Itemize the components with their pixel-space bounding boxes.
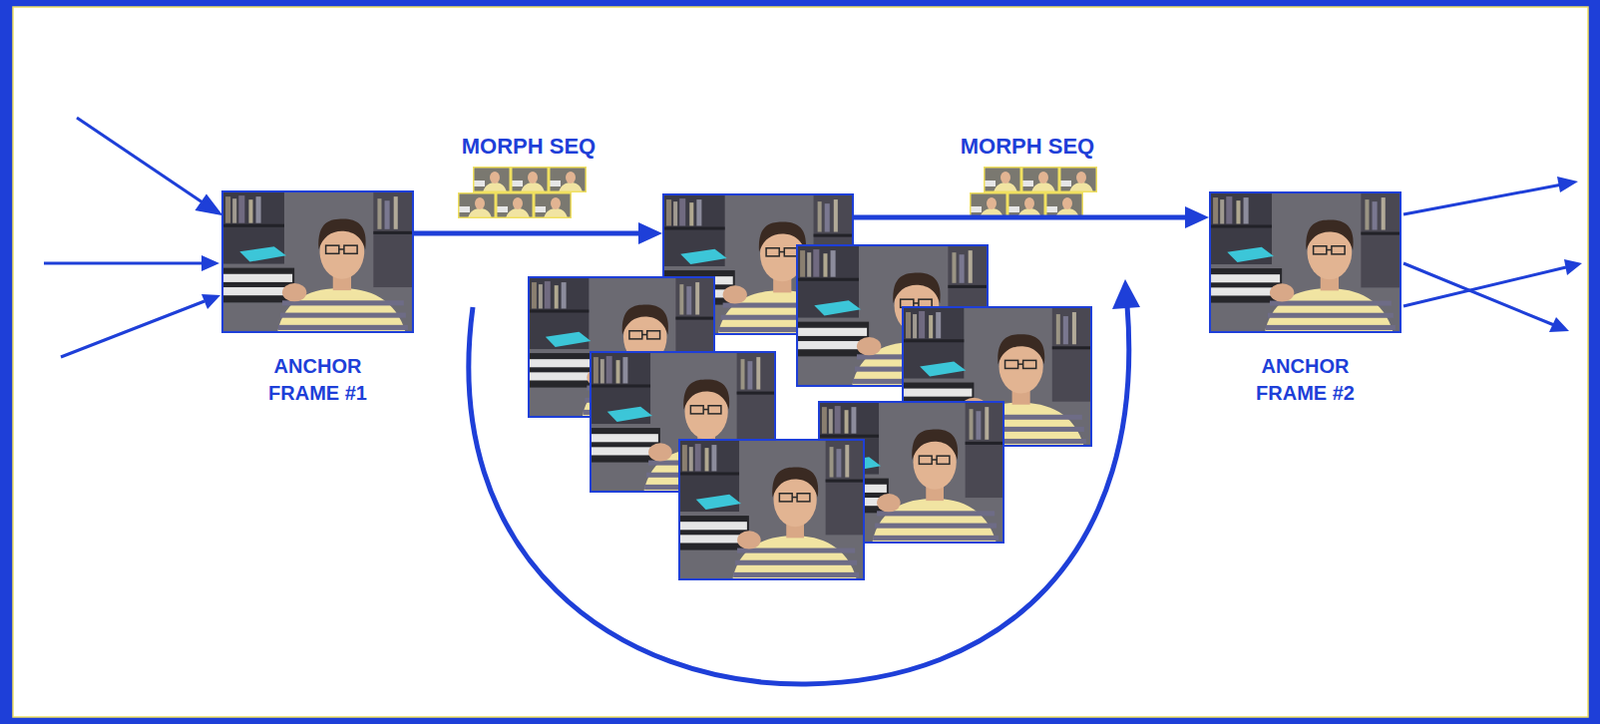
edge-label: MORPH SEQ bbox=[960, 133, 1095, 160]
page-ground bbox=[12, 6, 1589, 718]
video-frame-picture bbox=[1208, 191, 1402, 334]
video-frame-image bbox=[662, 193, 854, 336]
video-frame bbox=[589, 351, 777, 493]
arrow-head bbox=[1185, 206, 1209, 229]
video-frame bbox=[817, 400, 1005, 544]
connector-line bbox=[413, 231, 643, 237]
video-frame bbox=[796, 244, 989, 388]
video-frame bbox=[901, 306, 1093, 447]
video-frame bbox=[1208, 191, 1402, 334]
video-frame bbox=[678, 438, 865, 581]
edge-label: MORPH SEQ bbox=[461, 133, 596, 160]
video-frame-node: ANCHOR FRAME #1 bbox=[221, 190, 414, 407]
loop-arrow bbox=[468, 279, 1141, 685]
video-frame-node: ANCHOR FRAME #2 bbox=[1208, 191, 1402, 407]
video-frame bbox=[221, 190, 414, 334]
connector-arrow bbox=[413, 222, 663, 245]
frame-label: ANCHOR FRAME #2 bbox=[1245, 353, 1366, 407]
frame-label: ANCHOR FRAME #1 bbox=[258, 353, 379, 407]
video-frame-image bbox=[1208, 191, 1402, 334]
video-frame bbox=[662, 193, 854, 336]
video-frame-picture bbox=[662, 193, 854, 336]
video-frame bbox=[527, 276, 716, 418]
incoming-arrows bbox=[43, 117, 221, 358]
connector-arrow bbox=[853, 206, 1209, 229]
arrow-head bbox=[638, 222, 663, 245]
video-frame-node bbox=[662, 193, 854, 336]
connector-line bbox=[853, 215, 1190, 221]
video-frame-image bbox=[221, 190, 414, 334]
video-frame-picture bbox=[221, 190, 414, 334]
outgoing-arrows bbox=[1403, 176, 1583, 333]
